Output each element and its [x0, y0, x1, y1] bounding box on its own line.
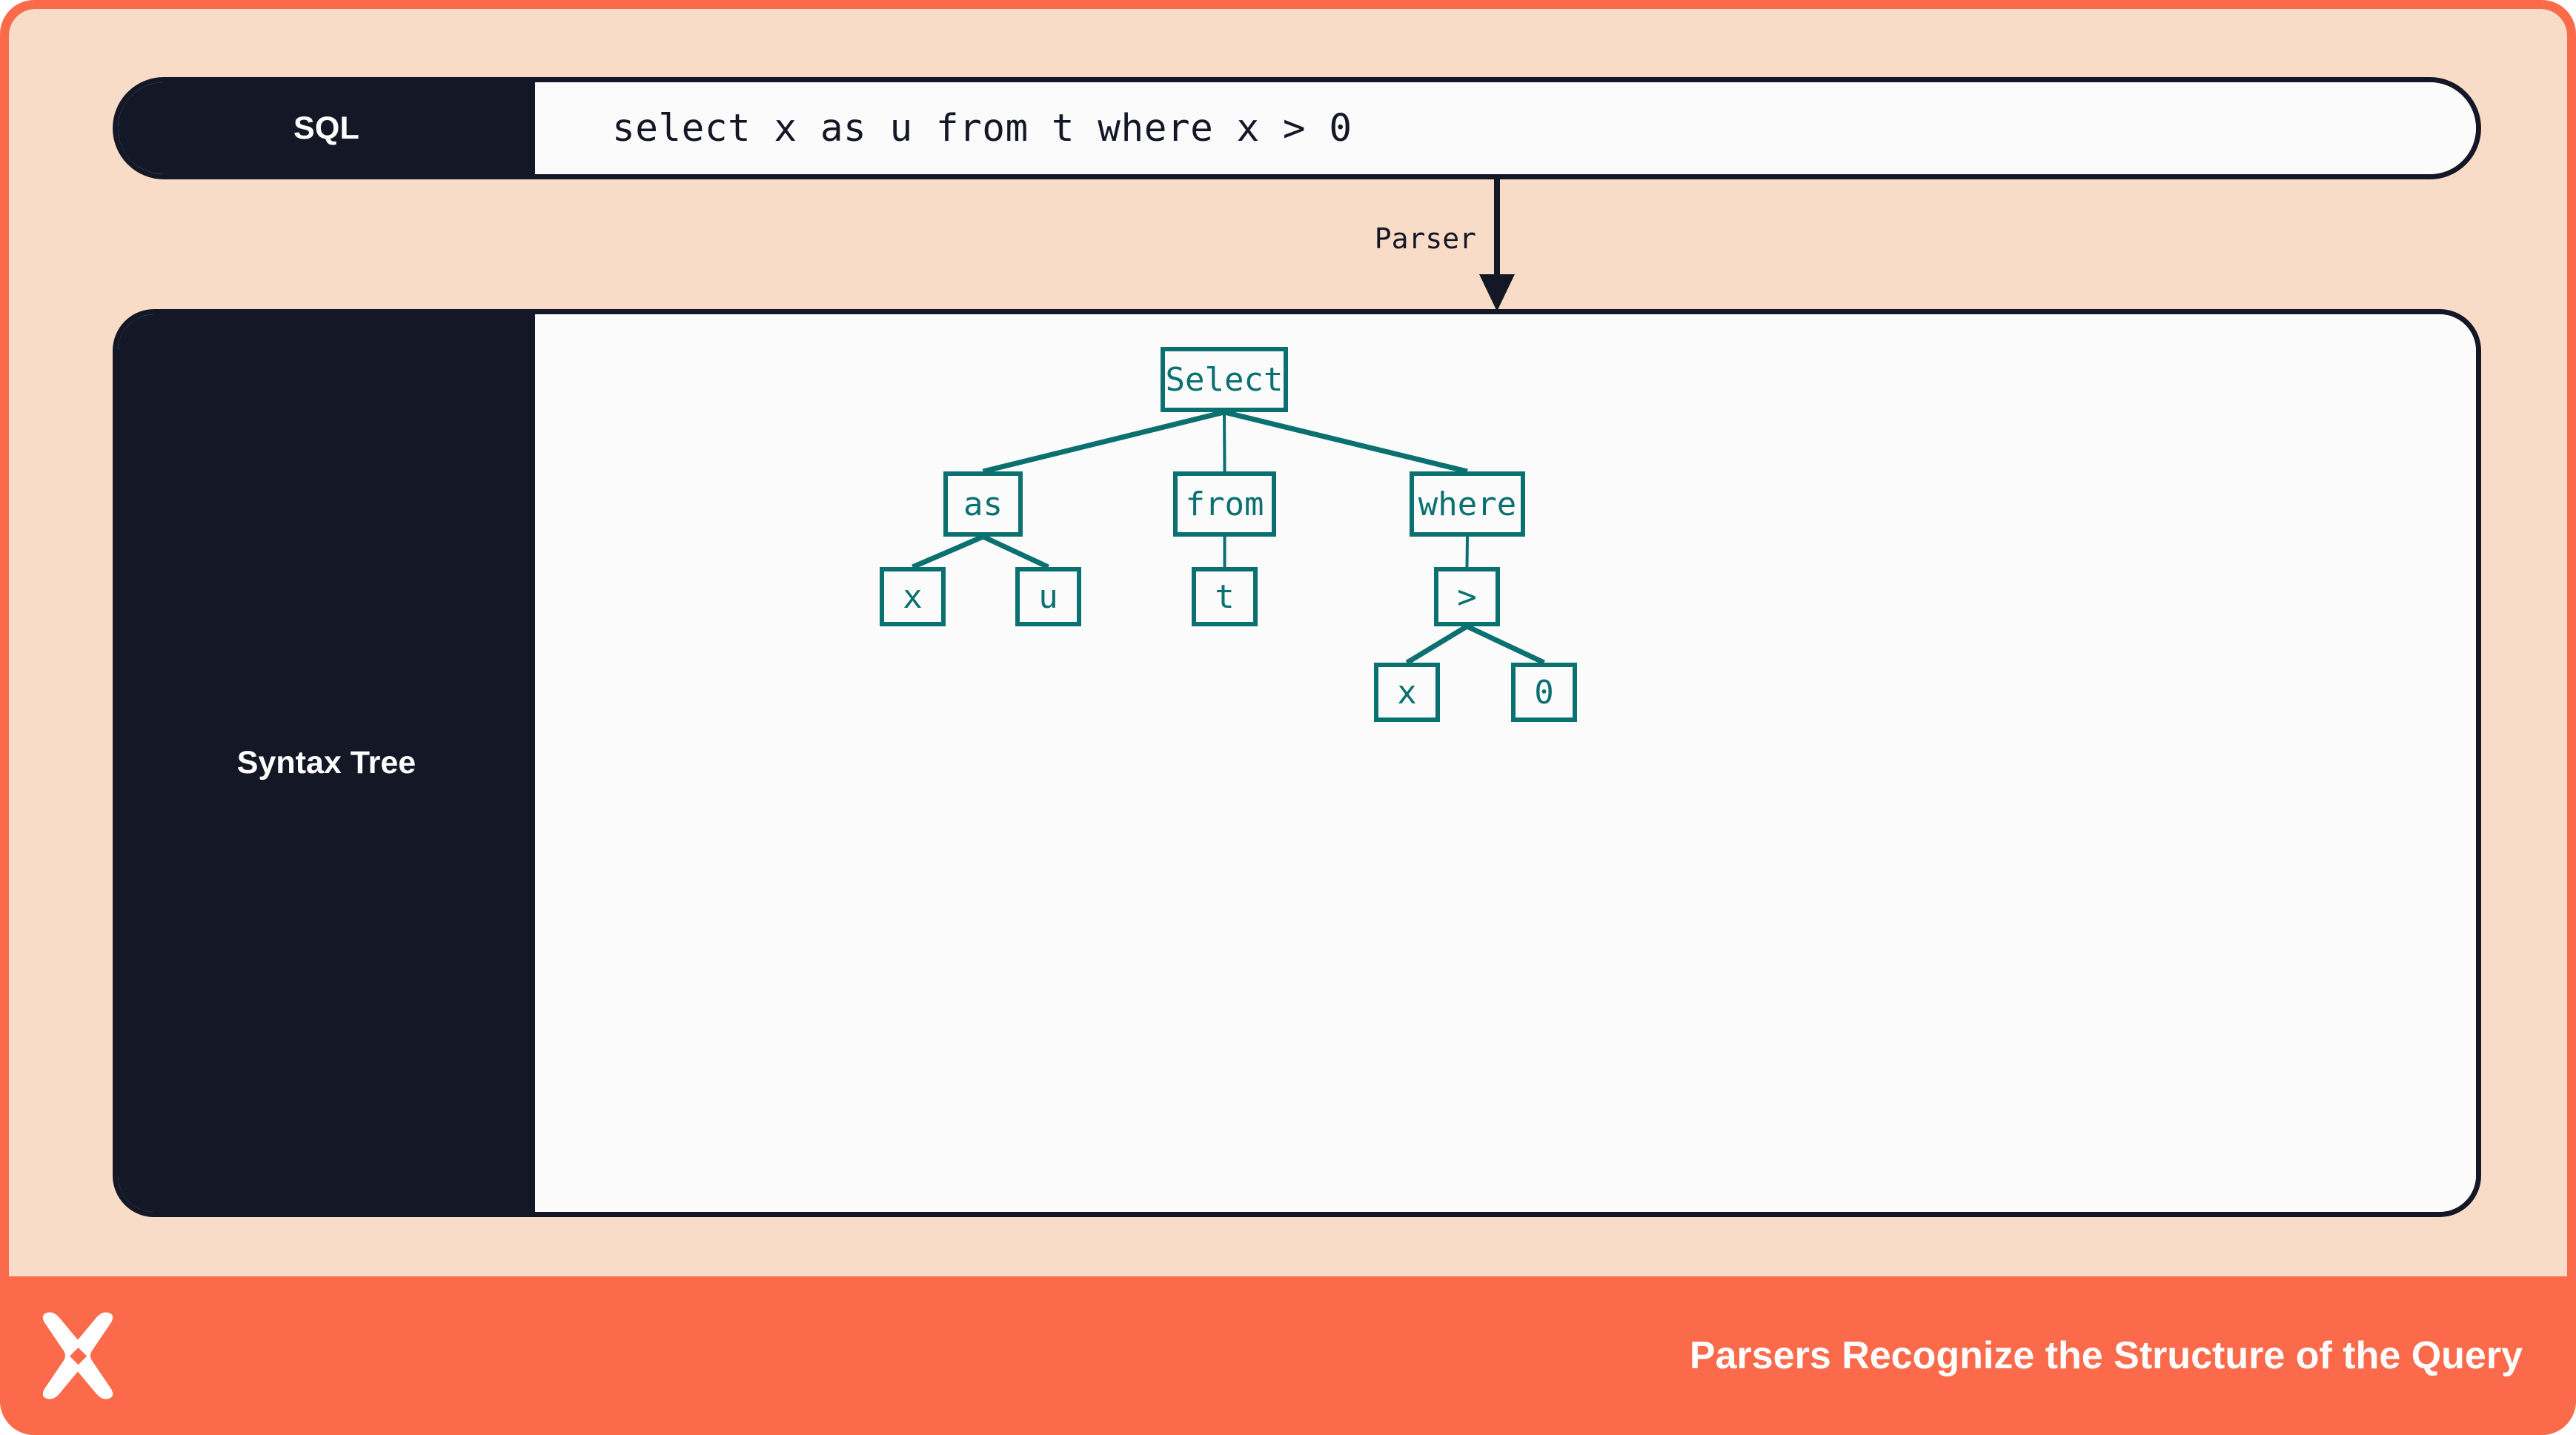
tree-edge	[1466, 623, 1545, 666]
footer-bar: Parsers Recognize the Structure of the Q…	[0, 1276, 2576, 1435]
tree-node-label: x	[903, 577, 923, 616]
tree-node-label: as	[963, 485, 1003, 523]
sql-query-text: select x as u from t where x > 0	[612, 106, 1352, 150]
tree-edges-layer	[912, 409, 1545, 666]
down-arrow-icon	[1479, 178, 1515, 311]
tree-node-label: 0	[1534, 673, 1554, 712]
sql-label-cap: SQL	[118, 82, 535, 174]
tree-node-label: x	[1397, 673, 1417, 712]
tree-node-as-u[interactable]: u	[1015, 567, 1081, 626]
tree-node-label: t	[1215, 577, 1235, 616]
sql-input-bar[interactable]: SQL select x as u from t where x > 0	[113, 77, 2481, 179]
syntax-tree-label-cap: Syntax Tree	[118, 314, 535, 1212]
tree-node-select[interactable]: Select	[1161, 347, 1288, 412]
tree-node-label: from	[1185, 485, 1264, 523]
footer-caption: Parsers Recognize the Structure of the Q…	[1689, 1334, 2523, 1377]
tree-node-from-t[interactable]: t	[1192, 567, 1258, 626]
tree-node-label: Select	[1165, 360, 1284, 399]
sql-label-text: SQL	[293, 110, 359, 146]
tree-edge	[1223, 411, 1226, 472]
syntax-tree-panel: Syntax Tree Select as from where x u t > x 0	[113, 309, 2481, 1217]
starburst-x-logo-icon	[42, 1312, 113, 1399]
tree-node-gt[interactable]: >	[1434, 567, 1500, 626]
tree-edge	[1224, 409, 1468, 474]
tree-edge	[1405, 624, 1469, 665]
slide-body-background: SQL select x as u from t where x > 0 Par…	[9, 9, 2567, 1276]
tree-edge	[1465, 536, 1469, 568]
syntax-tree-label-text: Syntax Tree	[236, 745, 416, 781]
tree-edge	[912, 534, 984, 570]
syntax-tree-canvas: Select as from where x u t > x 0	[535, 314, 2476, 1212]
tree-edge	[982, 409, 1225, 474]
parser-label: Parser	[1374, 222, 1476, 255]
tree-node-as-x[interactable]: x	[880, 567, 946, 626]
tree-node-gt-0[interactable]: 0	[1511, 663, 1577, 722]
tree-edge	[982, 534, 1049, 570]
tree-node-gt-x[interactable]: x	[1374, 663, 1440, 722]
tree-node-label: where	[1418, 485, 1517, 523]
tree-node-from[interactable]: from	[1173, 471, 1276, 537]
tree-node-label: u	[1038, 577, 1058, 616]
parser-transition-group: Parser	[1284, 178, 1624, 313]
tree-node-as[interactable]: as	[943, 471, 1023, 537]
sql-query-area[interactable]: select x as u from t where x > 0	[535, 82, 2476, 174]
tree-node-where[interactable]: where	[1410, 471, 1525, 537]
tree-node-label: >	[1457, 577, 1477, 616]
